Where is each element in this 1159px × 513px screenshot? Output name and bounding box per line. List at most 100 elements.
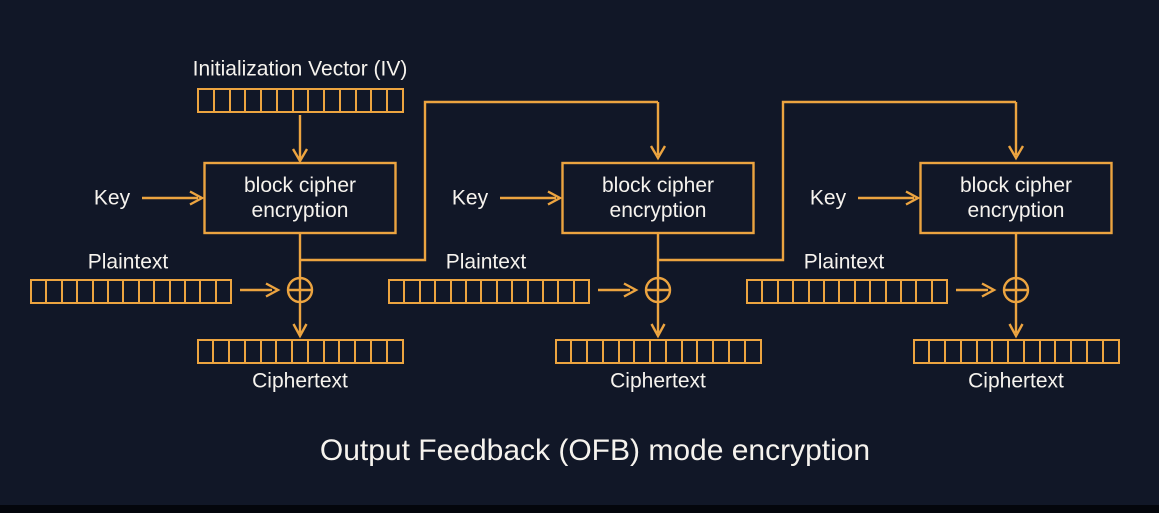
register-cell	[186, 281, 202, 302]
register-cell	[467, 281, 483, 302]
register-cell	[529, 281, 544, 302]
register-cell	[887, 281, 902, 302]
unit-1-wires	[142, 100, 667, 339]
register-cell	[871, 281, 887, 302]
register-cell	[513, 281, 529, 302]
register-cell	[498, 281, 514, 302]
block-cipher-label-3: block cipher encryption	[921, 163, 1112, 233]
register-cell	[993, 341, 1010, 362]
unit-2-wires	[500, 100, 1025, 339]
xor-to-ciphertext-arrow	[1008, 302, 1024, 339]
register-cell	[293, 341, 309, 362]
key-arrow	[500, 190, 563, 206]
register-cell	[199, 90, 215, 111]
key-label-1: Key	[93, 186, 131, 210]
register-cell	[277, 341, 294, 362]
register-cell	[140, 281, 156, 302]
register-cell	[32, 281, 48, 302]
plaintext-label-3: Plaintext	[803, 250, 885, 274]
unit-3-wires	[858, 161, 1113, 339]
iv-register	[197, 88, 404, 113]
register-cell	[1056, 341, 1073, 362]
register-cell	[372, 90, 389, 111]
register-cell	[1041, 341, 1057, 362]
register-cell	[155, 281, 171, 302]
register-cell	[246, 341, 262, 362]
register-cell	[356, 341, 372, 362]
register-cell	[388, 341, 402, 362]
register-cell	[930, 341, 947, 362]
register-cell	[946, 341, 962, 362]
register-cell	[572, 341, 589, 362]
register-cell	[557, 341, 573, 362]
ciphertext-register-1	[196, 339, 404, 364]
register-cell	[1009, 341, 1025, 362]
register-cell	[231, 90, 247, 111]
diagram-title: Output Feedback (OFB) mode encryption	[319, 434, 871, 467]
xor-to-ciphertext-arrow	[650, 302, 666, 339]
register-cell	[262, 341, 278, 362]
register-cell	[124, 281, 140, 302]
register-cell	[47, 281, 63, 302]
key-arrow	[142, 190, 205, 206]
key-arrow	[858, 190, 921, 206]
plaintext-to-xor-arrow	[240, 282, 281, 298]
register-cell	[78, 281, 94, 302]
register-cell	[683, 341, 699, 362]
feedback-wire	[300, 100, 667, 262]
register-cell	[452, 281, 467, 302]
register-cell	[482, 281, 498, 302]
register-cell	[840, 281, 856, 302]
block-cipher-label-line2: encryption	[609, 199, 707, 222]
register-cell	[372, 341, 388, 362]
register-cell	[902, 281, 918, 302]
plaintext-register-2	[388, 279, 590, 304]
register-cell	[917, 281, 933, 302]
register-cell	[714, 341, 730, 362]
register-cell	[933, 281, 946, 302]
register-cell	[309, 341, 325, 362]
bottom-bar	[0, 505, 1159, 513]
block-cipher-label-line1: block cipher	[243, 173, 357, 197]
register-cell	[698, 341, 715, 362]
ciphertext-label-3: Ciphertext	[968, 369, 1064, 393]
register-cell	[262, 90, 278, 111]
register-cell	[575, 281, 588, 302]
register-cell	[421, 281, 437, 302]
key-label-3: Key	[809, 186, 847, 210]
register-cell	[278, 90, 294, 111]
iv-label: Initialization Vector (IV)	[192, 57, 408, 81]
register-cell	[588, 341, 604, 362]
register-cell	[730, 341, 746, 362]
register-cell	[340, 341, 357, 362]
register-cell	[794, 281, 810, 302]
register-cell	[171, 281, 186, 302]
ciphertext-label-1: Ciphertext	[252, 369, 348, 393]
register-cell	[1072, 341, 1088, 362]
register-cell	[810, 281, 825, 302]
ciphertext-label-2: Ciphertext	[610, 369, 706, 393]
xor-to-ciphertext-arrow	[292, 302, 308, 339]
register-cell	[620, 341, 636, 362]
register-cell	[779, 281, 795, 302]
register-cell	[199, 341, 215, 362]
register-cell	[635, 341, 652, 362]
block-cipher-label-line2: encryption	[251, 199, 349, 222]
register-cell	[215, 90, 231, 111]
register-cell	[962, 341, 978, 362]
block-cipher-label-line2: encryption	[967, 199, 1065, 222]
plaintext-label-1: Plaintext	[87, 250, 169, 274]
xor-cross	[1004, 278, 1028, 302]
register-cell	[94, 281, 109, 302]
iv-to-block-arrow	[291, 115, 309, 164]
plaintext-label-2: Plaintext	[445, 250, 527, 274]
register-cell	[217, 281, 230, 302]
register-cell	[294, 90, 310, 111]
register-cell	[341, 90, 357, 111]
plaintext-register-1	[30, 279, 232, 304]
plaintext-to-xor-arrow	[598, 282, 639, 298]
register-cell	[246, 90, 263, 111]
register-cell	[388, 90, 402, 111]
